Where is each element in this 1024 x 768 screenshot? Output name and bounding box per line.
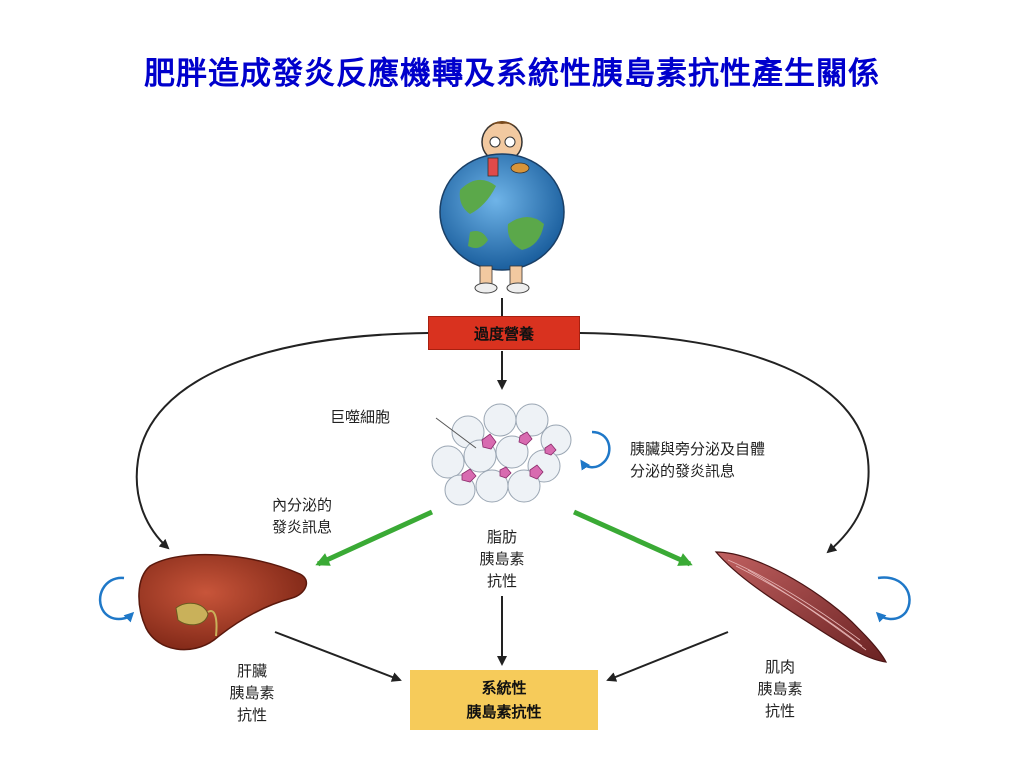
endocrine-signal-line-1: 內分泌的 [272, 496, 333, 514]
liver-ir-line-3: 抗性 [236, 706, 267, 724]
adipocyte-cluster-icon [431, 403, 572, 506]
liver-ir-label: 肝臟 胰島素 抗性 [222, 660, 282, 726]
adipose-ir-line-3: 抗性 [486, 572, 517, 590]
adipose-ir-label: 脂肪 胰島素 抗性 [472, 526, 532, 592]
muscle-ir-line-1: 肌肉 [764, 658, 795, 676]
adipose-ir-line-2: 胰島素 [479, 550, 525, 568]
pancreas-signal-line-1: 胰臟與旁分泌及自體 [630, 440, 766, 458]
muscle-ir-line-2: 胰島素 [757, 680, 803, 698]
systemic-ir-line-1: 系統性 [481, 679, 527, 697]
overnutrition-box: 過度營養 [428, 316, 580, 350]
macrophage-text: 巨噬細胞 [330, 408, 391, 426]
pancreas-signal-line-2: 分泌的發炎訊息 [630, 462, 736, 480]
obese-earth-figure-icon [439, 121, 565, 294]
muscle-ir-line-3: 抗性 [764, 702, 795, 720]
endocrine-signal-line-2: 發炎訊息 [272, 518, 333, 536]
muscle-icon [714, 551, 888, 663]
liver-icon [138, 553, 308, 651]
systemic-ir-line-2: 胰島素抗性 [466, 703, 542, 721]
adipose-ir-line-1: 脂肪 [486, 528, 517, 546]
muscle-ir-label: 肌肉 胰島素 抗性 [750, 656, 810, 722]
macrophage-label: 巨噬細胞 [330, 406, 390, 428]
liver-ir-line-2: 胰島素 [229, 684, 275, 702]
liver-ir-line-1: 肝臟 [236, 662, 267, 680]
systemic-insulin-resistance-box: 系統性 胰島素抗性 [410, 670, 598, 730]
endocrine-signal-label: 內分泌的 發炎訊息 [272, 494, 332, 538]
overnutrition-label: 過度營養 [473, 324, 534, 343]
page-title: 肥胖造成發炎反應機轉及系統性胰島素抗性產生關係 [144, 56, 880, 92]
pancreas-signal-label: 胰臟與旁分泌及自體 分泌的發炎訊息 [630, 438, 765, 482]
